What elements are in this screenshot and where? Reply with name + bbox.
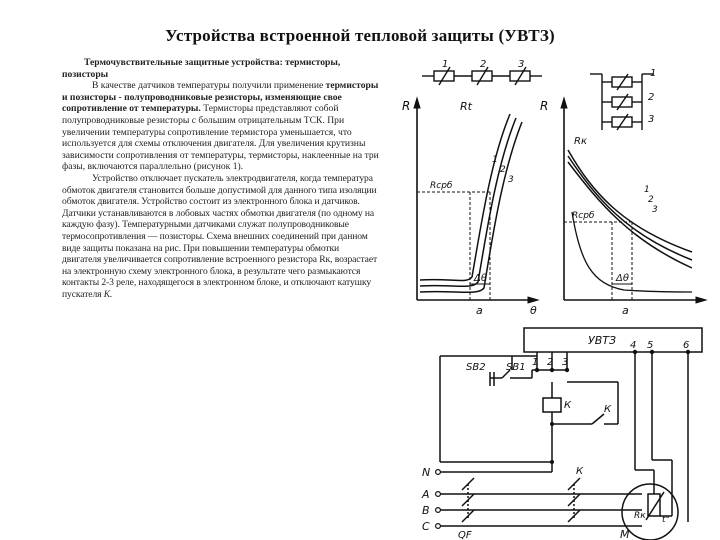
paragraph-1-bold: термисторы и позисторы - полупроводников… xyxy=(62,80,379,115)
supply-line-terminals xyxy=(434,469,441,530)
right-curve-label-1: 1 xyxy=(644,185,650,195)
sb2-label: SB2 xyxy=(466,362,486,373)
qf-label: QF xyxy=(458,530,472,540)
paragraph-1-intro: В качестве датчиков температуры получили… xyxy=(92,80,326,92)
right-curve-label-3: 3 xyxy=(652,205,658,215)
uvtz-block-label: УВТЗ xyxy=(588,334,616,347)
theta-axis-label: θ xyxy=(530,304,537,317)
pin-label-4: 4 xyxy=(630,340,636,351)
motor-m-label: M xyxy=(620,528,630,540)
left-axis-r-label: R xyxy=(402,99,410,113)
right-characteristic-graph xyxy=(560,96,708,304)
left-axis-a-label: а xyxy=(476,304,483,317)
body-text: Термочувствительные защитные устройства:… xyxy=(62,57,380,300)
pin-label-1: 1 xyxy=(532,357,538,368)
circuit-terminals xyxy=(534,349,691,464)
parallel-label-1: 1 xyxy=(650,68,656,79)
pin-label-2: 2 xyxy=(547,357,553,368)
paragraph-2-end: К. xyxy=(103,288,113,300)
resistor-label-1: 1 xyxy=(442,59,448,70)
pin-label-3: 3 xyxy=(562,357,568,368)
coil-k-label: К xyxy=(564,400,572,411)
right-rcp-label: Rсрб xyxy=(572,211,595,221)
motor-temperature-label: t° xyxy=(662,515,670,525)
resistor-series-schematic xyxy=(422,66,542,86)
line-b-label: B xyxy=(422,504,430,517)
pin-label-6: 6 xyxy=(683,340,689,351)
parallel-label-2: 2 xyxy=(648,92,654,103)
rk-label: Rк xyxy=(574,136,587,147)
motor-rk-label: Rк xyxy=(634,511,646,521)
left-rcp-label: Rсрб xyxy=(430,181,453,191)
rt-label: Rt xyxy=(460,100,473,113)
technical-diagram: 1 2 3 Rt 1 2 3 R Rсрб 1 2 3 Δθ а θ xyxy=(402,59,708,540)
paragraph-1-rest: Термисторы представляют собой полупровод… xyxy=(62,103,379,173)
right-delta-theta-label: Δθ xyxy=(615,273,629,284)
left-curve-label-2: 2 xyxy=(500,165,506,175)
line-a-label: A xyxy=(421,488,430,501)
resistor-parallel-schematic xyxy=(590,73,654,131)
uvtz-wiring-circuit xyxy=(438,327,703,540)
main-contact-k-label: К xyxy=(576,466,584,477)
line-n-label: N xyxy=(422,466,430,479)
section-heading: Термочувствительные защитные устройства:… xyxy=(62,57,341,80)
left-curve-label-1: 1 xyxy=(492,155,498,165)
left-curve-label-3: 3 xyxy=(508,175,514,185)
paragraph-2-text: Устройство отключает пускатель электродв… xyxy=(62,172,378,300)
sb1-label: SB1 xyxy=(506,362,526,373)
line-c-label: C xyxy=(422,520,430,533)
left-delta-theta-label: Δθ xyxy=(473,273,487,284)
page-title: Устройства встроенной тепловой защиты (У… xyxy=(165,26,555,45)
pin-label-5: 5 xyxy=(647,340,653,351)
parallel-label-3: 3 xyxy=(648,114,654,125)
right-axis-r-label: R xyxy=(540,99,548,113)
contact-k-label: К xyxy=(604,404,612,415)
paragraph-2: Устройство отключает пускатель электродв… xyxy=(62,173,380,301)
paragraph-1: В качестве датчиков температуры получили… xyxy=(62,80,380,173)
resistor-label-2: 2 xyxy=(480,59,486,70)
resistor-label-3: 3 xyxy=(518,59,524,70)
left-characteristic-graph xyxy=(413,96,540,304)
right-curve-label-2: 2 xyxy=(648,195,654,205)
right-axis-a-label: а xyxy=(622,304,629,317)
